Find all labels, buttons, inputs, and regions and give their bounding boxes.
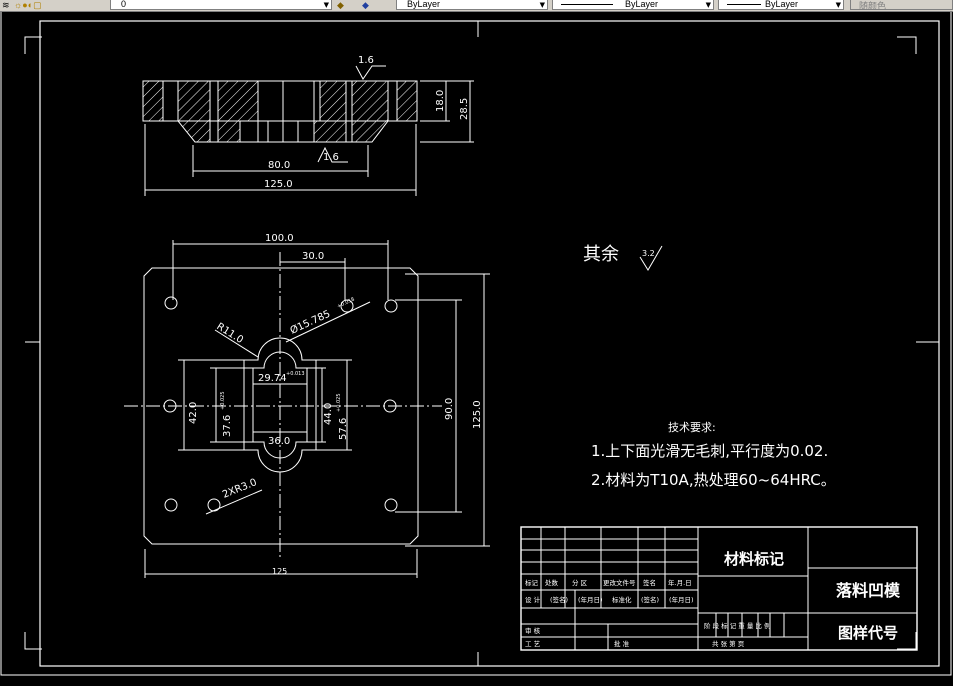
layer-name: 0: [121, 0, 127, 9]
dim-125-vertical: 125.0: [472, 400, 483, 429]
layer-manager-icon[interactable]: ≋: [2, 0, 10, 10]
process-label: 工 艺: [525, 640, 541, 648]
color-dropdown[interactable]: ByLayer ▼: [396, 0, 548, 10]
svg-text:(年月日): (年月日): [669, 595, 694, 604]
drawing-canvas[interactable]: 80.0 125.0 18.0 28.5 1.6 1.6: [0, 9, 953, 682]
dim-37-6: 37.6: [222, 415, 233, 437]
lineweight-value: ByLayer: [765, 0, 799, 9]
svg-text:更改文件号: 更改文件号: [603, 578, 636, 587]
title-block-row1: 标记 处数 分 区 更改文件号 签名 年.月.日: [525, 578, 692, 587]
dim-80: 80.0: [268, 160, 290, 171]
tech-requirement-2: 2.材料为T10A,热处理60~64HRC。: [591, 471, 836, 489]
tech-requirement-1: 1.上下面光滑无毛刺,平行度为0.02.: [591, 442, 828, 460]
chevron-down-icon: ▼: [539, 1, 545, 9]
dim-30: 30.0: [302, 251, 324, 262]
part-name: 落料凹模: [836, 581, 901, 600]
frame-corner-marks: [24, 21, 939, 666]
linetype-dropdown[interactable]: ByLayer ▼: [552, 0, 714, 10]
dim-42: 42.0: [188, 402, 199, 424]
dim-18: 18.0: [435, 90, 446, 112]
color-value: ByLayer: [407, 0, 441, 9]
svg-text:设 计: 设 计: [525, 595, 541, 604]
dim-57-6-tol: +0.025: [336, 393, 342, 412]
dim-100: 100.0: [265, 233, 294, 244]
remaining-label: 其余: [583, 244, 619, 265]
drawing-code: 图样代号: [838, 624, 898, 642]
layer-dropdown[interactable]: 0 ▼: [110, 0, 332, 10]
plotstyle-dropdown: 随颜色: [850, 0, 953, 11]
title-block-row2: 设 计 (签名) (年月日) 标准化 (签名) (年月日): [525, 595, 694, 604]
dim-r11: R11.0: [214, 321, 245, 346]
chevron-down-icon: ▼: [705, 1, 711, 9]
svg-text:处数: 处数: [545, 578, 559, 587]
svg-text:(年月日): (年月日): [578, 595, 603, 604]
svg-text:(签名): (签名): [550, 595, 568, 604]
dim-37-6-tol: +0.025: [220, 391, 226, 410]
make-layer-current-icon[interactable]: ◆: [337, 0, 344, 10]
roughness-top: 1.6: [358, 55, 374, 66]
layer-previous-icon[interactable]: ◆: [362, 0, 369, 10]
linetype-value: ByLayer: [625, 0, 659, 9]
dim-29-74: 29.74: [258, 373, 287, 384]
material-label: 材料标记: [724, 550, 784, 568]
tech-requirements-title: 技术要求:: [668, 421, 716, 434]
sheet-count: 共 张 第 页: [712, 639, 745, 648]
svg-text:签名: 签名: [643, 578, 656, 587]
dim-holes: 2XR3.0: [221, 477, 259, 501]
svg-text:(签名): (签名): [641, 595, 659, 604]
dim-29-74-tol: +0.013: [286, 371, 305, 377]
remaining-roughness: 3.2: [642, 249, 655, 258]
drawing-frame: [39, 20, 940, 667]
dim-44: 44.0: [323, 403, 334, 425]
title-block: [520, 526, 918, 651]
lineweight-dropdown[interactable]: ByLayer ▼: [718, 0, 844, 10]
svg-text:年.月.日: 年.月.日: [668, 578, 692, 587]
review-label: 审 核: [525, 626, 541, 635]
section-view: [142, 65, 474, 196]
approve-label: 批 准: [614, 639, 630, 648]
dim-90: 90.0: [444, 398, 455, 420]
roughness-symbol: [639, 245, 663, 271]
plotstyle-value: 随颜色: [859, 1, 887, 11]
roughness-bottom: 1.6: [323, 152, 339, 163]
dim-125-horizontal: 125: [272, 567, 287, 576]
plan-view: [124, 240, 490, 578]
svg-text:标准化: 标准化: [612, 595, 632, 604]
dim-28-5: 28.5: [459, 98, 470, 120]
chevron-down-icon: ▼: [323, 1, 329, 9]
dim-diameter: Ø15.785: [288, 308, 332, 337]
svg-text:分 区: 分 区: [572, 578, 588, 587]
properties-toolbar: ≋ ☼●◐▢ 0 ▼ ◆ ◆ ByLayer ▼ ByLayer ▼ ByLay…: [0, 0, 953, 12]
chevron-down-icon: ▼: [835, 1, 841, 9]
layer-state-icons[interactable]: ☼●◐▢: [14, 0, 42, 10]
dim-36: 36.0: [268, 436, 290, 447]
dim-125-section: 125.0: [264, 179, 293, 190]
stage-labels: 阶 段 标 记 重 量 比 例: [704, 621, 770, 630]
dim-57-6: 57.6: [338, 418, 349, 440]
svg-text:标记: 标记: [525, 578, 539, 587]
